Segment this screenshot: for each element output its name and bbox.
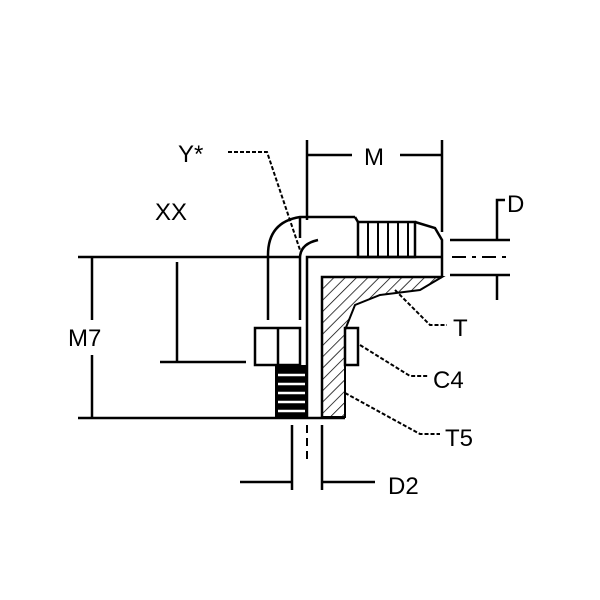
label-t: T — [453, 315, 468, 342]
label-y: Y* — [178, 141, 203, 168]
label-d: D — [507, 191, 524, 218]
leader-t5: T5 — [344, 392, 473, 452]
label-d2: D2 — [388, 473, 419, 500]
dimension-m: M — [305, 140, 444, 232]
label-m: M — [364, 144, 384, 171]
fitting-body — [253, 215, 446, 420]
leader-c4: C4 — [359, 344, 464, 394]
dimension-xx: XX — [155, 199, 246, 364]
label-xx: XX — [155, 199, 187, 226]
label-c4: C4 — [433, 367, 464, 394]
label-m7: M7 — [68, 325, 101, 352]
label-t5: T5 — [445, 425, 473, 452]
dimension-d2: D2 — [240, 425, 419, 500]
dimension-m7: M7 — [68, 255, 300, 420]
dimension-d: D — [450, 191, 524, 300]
dimension-y: Y* — [178, 141, 301, 251]
leader-t: T — [394, 289, 468, 342]
